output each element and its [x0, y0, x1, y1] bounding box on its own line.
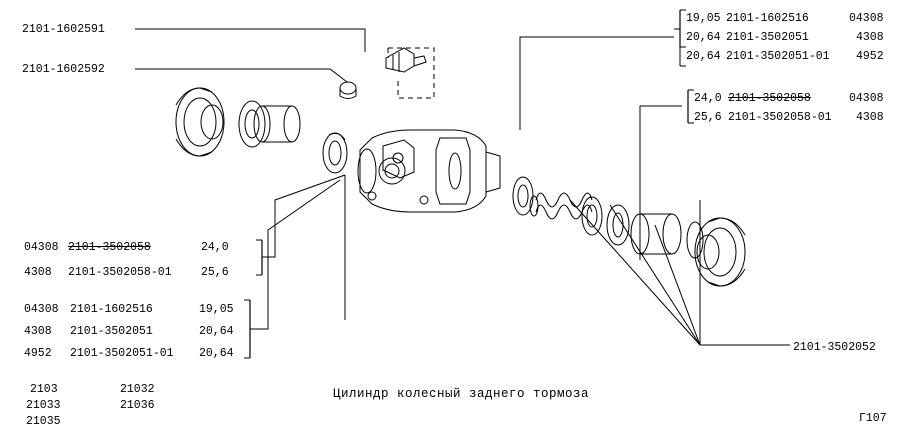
table1-row1-part: 2101-3502051 [726, 31, 809, 44]
table2-row1-code: 4308 [856, 111, 884, 124]
figure-code: Г107 [859, 412, 887, 425]
model-col2-1: 21036 [120, 399, 155, 412]
left1-row0-part: 2101-3502058 [68, 241, 151, 254]
table1-row0-size: 19,05 [686, 12, 721, 25]
table2-row0-size: 24,0 [694, 92, 722, 105]
model-col1-1: 21033 [26, 399, 61, 412]
model-col1-0: 2103 [30, 383, 58, 396]
callout-2101-1602592: 2101-1602592 [22, 63, 105, 76]
left2-row2-size: 20,64 [199, 347, 234, 360]
table2-row0-code: 04308 [849, 92, 884, 105]
left1-row1-part: 2101-3502058-01 [68, 266, 172, 279]
table1-row1-code: 4308 [856, 31, 884, 44]
table1-row0-code: 04308 [849, 12, 884, 25]
model-col2-0: 21032 [120, 383, 155, 396]
leader-line-1 [135, 28, 366, 52]
left1-row0-code: 04308 [24, 241, 59, 254]
left2-row0-size: 19,05 [199, 303, 234, 316]
table2-row1-size: 25,6 [694, 111, 722, 124]
left2-row2-part: 2101-3502051-01 [70, 347, 174, 360]
table1-row2-size: 20,64 [686, 50, 721, 63]
table1-row1-size: 20,64 [686, 31, 721, 44]
left1-row1-code: 4308 [24, 266, 52, 279]
leader-line-2 [135, 68, 348, 83]
table2-row0-part: 2101-3502058 [728, 92, 811, 105]
table1-row0-part: 2101-1602516 [726, 12, 809, 25]
callout-2101-1602591: 2101-1602591 [22, 23, 105, 36]
left2-row0-code: 04308 [24, 303, 59, 316]
left2-row2-code: 4952 [24, 347, 52, 360]
left1-row1-size: 25,6 [201, 266, 229, 279]
model-col1-2: 21035 [26, 415, 61, 428]
callout-2101-3502052: 2101-3502052 [793, 341, 876, 354]
left2-row1-code: 4308 [24, 325, 52, 338]
table1-row2-part: 2101-3502051-01 [726, 50, 830, 63]
page-title: Цилиндр колесный заднего тормоза [333, 387, 590, 401]
left1-row0-size: 24,0 [201, 241, 229, 254]
table1-row2-code: 4952 [856, 50, 884, 63]
table2-row1-part: 2101-3502058-01 [728, 111, 832, 124]
left2-row1-part: 2101-3502051 [70, 325, 153, 338]
left2-row0-part: 2101-1602516 [70, 303, 153, 316]
left2-row1-size: 20,64 [199, 325, 234, 338]
